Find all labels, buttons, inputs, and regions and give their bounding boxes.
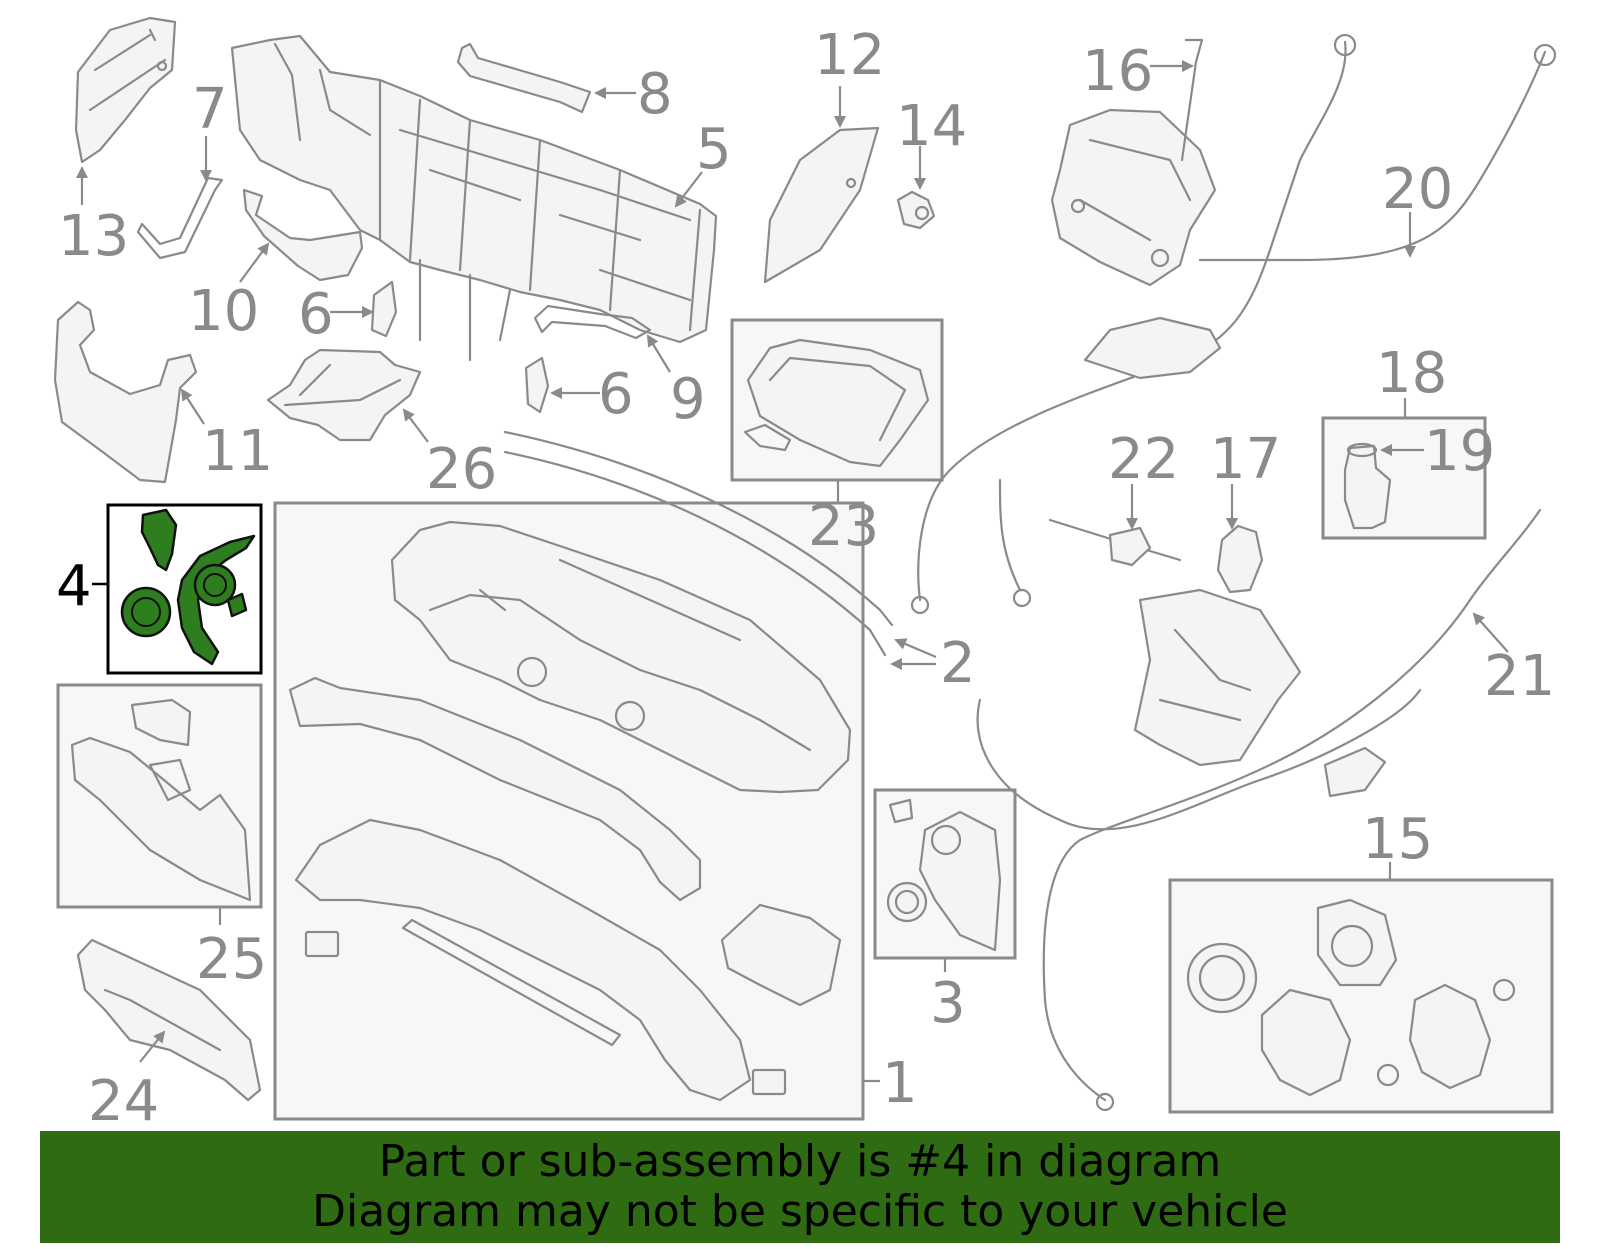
label-part-21: 21 — [1484, 644, 1555, 709]
part-6-bracket-a — [370, 280, 398, 338]
part-8-strip — [456, 42, 592, 114]
part-1-dash — [390, 520, 852, 794]
part-14-clip — [896, 190, 936, 230]
label-part-15: 15 — [1362, 807, 1433, 872]
label-part-23: 23 — [808, 494, 879, 559]
label-part-13: 13 — [58, 204, 129, 269]
leader-21 — [1472, 612, 1509, 653]
part-5-beam — [230, 34, 718, 362]
part-16-shifter-base — [1050, 38, 1217, 287]
leader-11 — [180, 388, 205, 425]
label-part-19: 19 — [1424, 419, 1495, 484]
part-17-shifter — [1133, 524, 1302, 767]
part-1-side-bracket — [720, 903, 842, 1007]
leader-5 — [674, 171, 703, 208]
label-part-16: 16 — [1082, 39, 1153, 104]
part-11-cover — [53, 300, 198, 484]
leader-2a — [894, 638, 937, 659]
label-part-26: 26 — [426, 437, 497, 502]
part-12-panel — [763, 126, 880, 284]
part-19-knob — [1343, 442, 1392, 530]
part-4-highlighted[interactable] — [120, 508, 256, 666]
label-part-7: 7 — [192, 77, 228, 142]
label-part-4: 4 — [56, 554, 92, 619]
label-part-12: 12 — [814, 23, 885, 88]
part-1-bar — [401, 918, 622, 1047]
label-part-9: 9 — [670, 367, 706, 432]
part-24-panel — [76, 938, 262, 1102]
part-22-switch — [1108, 526, 1152, 567]
label-part-22: 22 — [1108, 427, 1179, 492]
part-25-panel — [70, 698, 252, 902]
label-part-14: 14 — [896, 94, 967, 159]
leader-26 — [402, 408, 429, 443]
label-part-24: 24 — [88, 1069, 159, 1134]
label-part-17: 17 — [1210, 427, 1281, 492]
part-13-panel — [74, 16, 177, 164]
label-part-25: 25 — [196, 927, 267, 992]
leader-24 — [139, 1030, 166, 1063]
part-3-bezel — [886, 798, 1002, 952]
part-10-bracket — [242, 188, 364, 282]
leader-10 — [239, 242, 270, 283]
info-banner: Part or sub-assembly is #4 in diagram Di… — [40, 1131, 1560, 1243]
label-part-11: 11 — [202, 419, 273, 484]
label-part-2: 2 — [940, 631, 976, 696]
label-part-10: 10 — [188, 279, 259, 344]
label-part-5: 5 — [696, 117, 732, 182]
part-6-bracket-b — [524, 356, 550, 414]
part-23-clip — [743, 423, 792, 452]
part-9-bar — [533, 304, 652, 340]
part-1-lower-retainer — [294, 818, 752, 1102]
label-part-8: 8 — [637, 62, 673, 127]
banner-background — [40, 1131, 1560, 1243]
label-part-3: 3 — [930, 971, 966, 1036]
part-20-bracket — [1083, 316, 1222, 380]
label-part-1: 1 — [882, 1051, 918, 1116]
banner-line-disclaimer: Diagram may not be specific to your vehi… — [312, 1186, 1288, 1237]
part-1-upper-retainer — [288, 676, 702, 902]
part-26-duct — [266, 348, 422, 442]
part-21-cable — [1042, 508, 1542, 1102]
part-15-speakers — [1186, 898, 1516, 1097]
label-part-18: 18 — [1376, 341, 1447, 406]
banner-line-part-info: Part or sub-assembly is #4 in diagram — [378, 1136, 1222, 1187]
label-part-6a: 6 — [298, 282, 334, 347]
part-1-clip-a — [304, 930, 340, 958]
part-1-clip-b — [751, 1068, 787, 1096]
part-2-strip — [503, 430, 894, 627]
part-7-bracket — [136, 176, 224, 260]
label-part-20: 20 — [1382, 157, 1453, 222]
leader-9 — [646, 334, 671, 373]
label-part-6b: 6 — [598, 362, 634, 427]
